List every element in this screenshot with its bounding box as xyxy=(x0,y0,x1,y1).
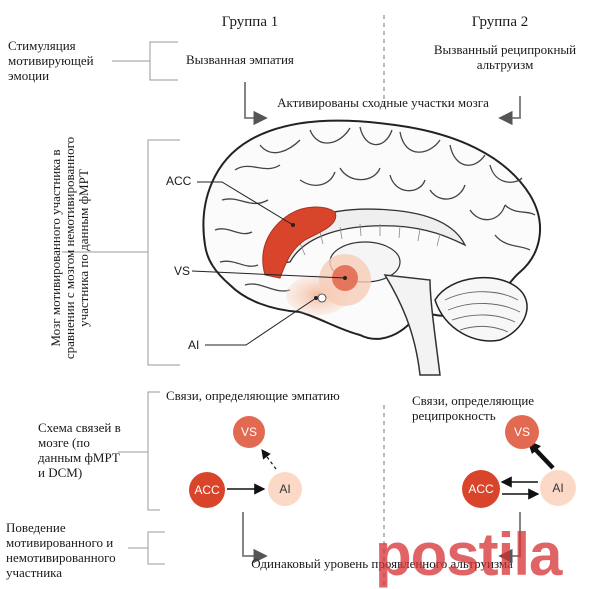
brain-label-ai: AI xyxy=(188,338,200,352)
arrow-group1-to-result xyxy=(242,512,268,564)
label-behavior: Поведение мотивированного и немотивирова… xyxy=(6,520,116,580)
bracket-stimulation xyxy=(112,41,178,81)
g2-node-acc: ACC xyxy=(462,470,500,508)
g1-ai-to-vs-dashed-arrow xyxy=(261,449,277,470)
group2-connections-title: Связи, определяющие реципрокность xyxy=(412,393,535,423)
g1-node-vs: VS xyxy=(233,416,265,448)
g2-node-vs: VS xyxy=(505,415,539,449)
g1-node-ai: AI xyxy=(268,472,302,506)
group2-header: Группа 2 xyxy=(471,14,529,30)
acc-pointer xyxy=(197,181,294,226)
brain-label-vs: VS xyxy=(174,264,191,278)
label-stimulation: Стимуляция мотивирующей эмоции xyxy=(8,38,94,83)
result-text: Одинаковый уровень проявленного альтруиз… xyxy=(251,556,513,571)
g2-ai-to-vs-bold-arrow xyxy=(531,445,555,470)
arrow-group1-to-common xyxy=(244,82,268,126)
arrow-group2-to-result xyxy=(498,512,521,564)
group1-header: Группа 1 xyxy=(221,14,279,30)
brain-illustration xyxy=(202,119,542,376)
acc-region xyxy=(262,206,337,279)
bracket-scheme xyxy=(118,391,160,511)
vs-pointer xyxy=(191,270,346,279)
arrow-group2-to-common xyxy=(498,96,521,126)
group1-connections-title: Связи, определяющие эмпатию xyxy=(166,388,340,403)
postila-watermark: postila xyxy=(375,520,562,589)
group2-stimulus-text: Вызванный реципрокный альтруизм xyxy=(433,42,577,72)
g1-node-acc: ACC xyxy=(189,472,225,508)
ai-pointer xyxy=(205,297,317,346)
label-scheme: Схема связей в мозге (по данным фМРТ и D… xyxy=(38,420,121,480)
watermark-brand: postila xyxy=(375,521,562,588)
bracket-brain xyxy=(62,139,180,366)
bracket-behavior xyxy=(128,531,165,565)
label-brain-compare: Мозг мотивированного участника в сравнен… xyxy=(48,136,91,360)
g2-node-ai: AI xyxy=(540,470,576,506)
brain-label-acc: ACC xyxy=(166,174,192,188)
common-activation-text: Активированы сходные участки мозга xyxy=(277,95,489,110)
group1-stimulus-text: Вызванная эмпатия xyxy=(186,52,294,67)
